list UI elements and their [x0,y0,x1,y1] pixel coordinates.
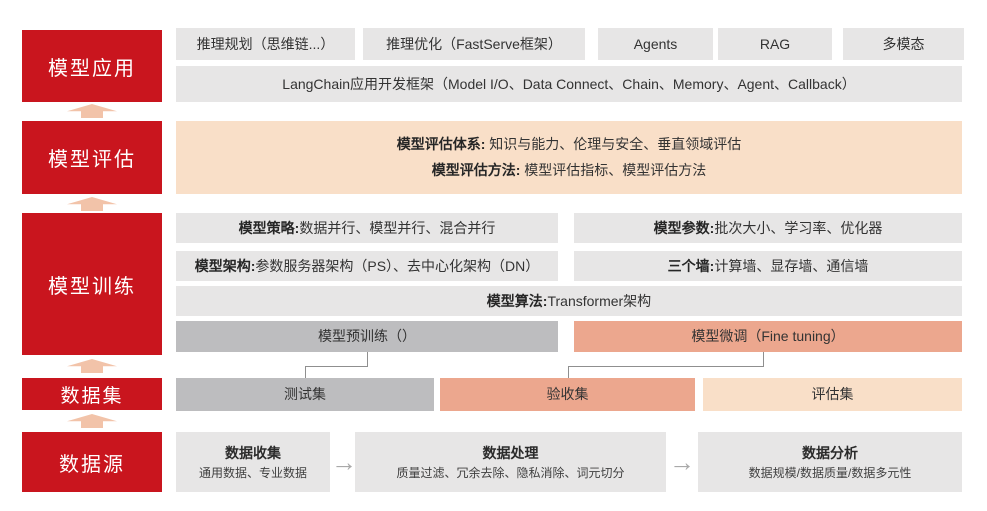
dataset-evaluation-block: 评估集 [703,378,962,411]
stage-model-application: 模型应用 [22,30,162,102]
stage-model-evaluation: 模型评估 [22,121,162,194]
training-strategy-block: 模型策略: 数据并行、模型并行、混合并行 [176,213,558,243]
up-arrow-icon [67,359,117,373]
pipeline-analyze-title: 数据分析 [802,444,858,461]
app-item-label: 多模态 [882,35,925,52]
up-arrow-icon [67,104,117,118]
langchain-framework-label: LangChain应用开发框架（Model I/O、Data Connect、C… [282,75,856,92]
training-params-text: 批次大小、学习率、优化器 [714,219,883,236]
stage-model-training: 模型训练 [22,213,162,355]
training-architecture-label: 模型架构: [194,257,256,274]
pipeline-process-block: 数据处理 质量过滤、冗余去除、隐私消除、词元切分 [355,432,666,492]
dataset-test-label: 测试集 [284,386,326,403]
pipeline-process-subtitle: 质量过滤、冗余去除、隐私消除、词元切分 [396,465,625,480]
pretrain-block: 模型预训练（） [176,321,558,352]
evaluation-block: 模型评估体系: 知识与能力、伦理与安全、垂直领域评估 模型评估方法: 模型评估指… [176,121,962,194]
pipeline-process-title: 数据处理 [482,444,539,461]
app-item-label: Agents [633,35,678,52]
training-params-block: 模型参数: 批次大小、学习率、优化器 [574,213,962,243]
pipeline-collect-title: 数据收集 [225,444,281,461]
pipeline-collect-subtitle: 通用数据、专业数据 [198,465,307,480]
right-arrow-icon: → [669,447,695,477]
finetune-block: 模型微调（Fine tuning） [574,321,962,352]
stage-label: 模型应用 [48,57,136,80]
training-params-label: 模型参数: [653,219,715,236]
app-item-agents: Agents [598,28,713,60]
app-item-inference-optimization: 推理优化（FastServe框架） [363,28,585,60]
dataset-acceptance-label: 验收集 [546,386,589,403]
up-arrow-icon [67,414,117,428]
training-strategy-text: 数据并行、模型并行、混合并行 [299,219,496,236]
evaluation-method-label: 模型评估方法: [431,161,521,178]
training-walls-label: 三个墙: [667,257,715,274]
right-arrow-icon: → [331,447,357,477]
pipeline-analyze-block: 数据分析 数据规模/数据质量/数据多元性 [698,432,962,492]
training-strategy-label: 模型策略: [238,219,300,236]
app-item-multimodal: 多模态 [843,28,964,60]
training-algorithm-text: Transformer架构 [547,292,652,309]
app-item-label: 推理优化（FastServe框架） [386,35,562,52]
dataset-test-block: 测试集 [176,378,434,411]
pretrain-label: 模型预训练（） [318,328,416,345]
pipeline-collect-block: 数据收集 通用数据、专业数据 [176,432,330,492]
stage-dataset: 数据集 [22,378,162,410]
connector-line [305,366,368,379]
app-item-label: 推理规划（思维链...） [196,35,335,52]
evaluation-system-label: 模型评估体系: [396,136,486,153]
training-architecture-block: 模型架构: 参数服务器架构（PS）、去中心化架构（DN） [176,251,558,281]
dataset-evaluation-label: 评估集 [811,386,854,403]
training-algorithm-block: 模型算法: Transformer架构 [176,286,962,316]
training-walls-text: 计算墙、显存墙、通信墙 [714,257,869,274]
app-item-rag: RAG [718,28,832,60]
evaluation-system-line: 模型评估体系: 知识与能力、伦理与安全、垂直领域评估 [397,132,742,157]
connector-line [568,352,764,366]
evaluation-method-text: 模型评估指标、模型评估方法 [520,161,707,178]
evaluation-method-line: 模型评估方法: 模型评估指标、模型评估方法 [432,158,707,183]
stage-label: 数据源 [59,453,125,476]
app-item-label: RAG [759,35,791,52]
evaluation-system-text: 知识与能力、伦理与安全、垂直领域评估 [485,136,742,153]
stage-label: 模型训练 [48,275,136,298]
stage-data-source: 数据源 [22,432,162,492]
pipeline-analyze-subtitle: 数据规模/数据质量/数据多元性 [748,465,912,480]
connector-line [305,352,368,366]
langchain-framework-block: LangChain应用开发框架（Model I/O、Data Connect、C… [176,66,962,102]
stage-label: 模型评估 [48,149,136,171]
dataset-acceptance-block: 验收集 [440,378,695,411]
training-algorithm-label: 模型算法: [486,292,548,309]
finetune-label: 模型微调（Fine tuning） [691,328,845,345]
stage-label: 数据集 [60,385,124,407]
training-walls-block: 三个墙: 计算墙、显存墙、通信墙 [574,251,962,281]
up-arrow-icon [67,197,117,211]
training-architecture-text: 参数服务器架构（PS）、去中心化架构（DN） [255,257,540,274]
connector-line [568,366,764,379]
app-item-reasoning-planning: 推理规划（思维链...） [176,28,355,60]
